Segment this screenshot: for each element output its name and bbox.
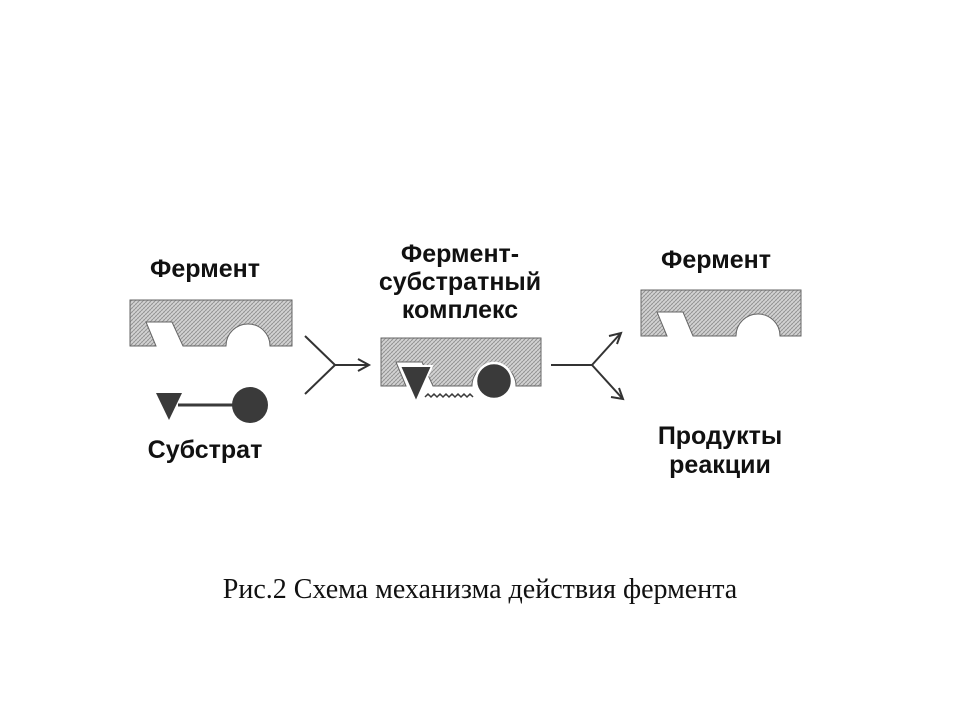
converging-arrow — [304, 335, 372, 395]
products-label-line1: Продукты — [657, 422, 783, 450]
bound-substrate-triangle — [398, 365, 434, 405]
substrate-label: Субстрат — [147, 436, 263, 464]
substrate-triangle — [156, 393, 182, 420]
complex-label-line1: Фермент- — [400, 240, 520, 268]
products-label-line2: реакции — [669, 451, 771, 479]
complex-label-line2: субстратный — [378, 268, 542, 296]
enzyme-label-right: Фермент — [661, 246, 771, 274]
complex-label-line3: комплекс — [401, 296, 519, 324]
enzyme-free-right — [640, 289, 802, 337]
substrate-circle — [232, 387, 268, 423]
diverging-arrow — [551, 331, 625, 401]
figure-caption: Рис.2 Схема механизма действия фермента — [222, 574, 738, 605]
strained-bond — [424, 392, 474, 399]
bound-substrate-circle — [474, 361, 514, 401]
enzyme-free-left — [129, 299, 293, 347]
enzyme-label-left: Фермент — [150, 255, 260, 283]
